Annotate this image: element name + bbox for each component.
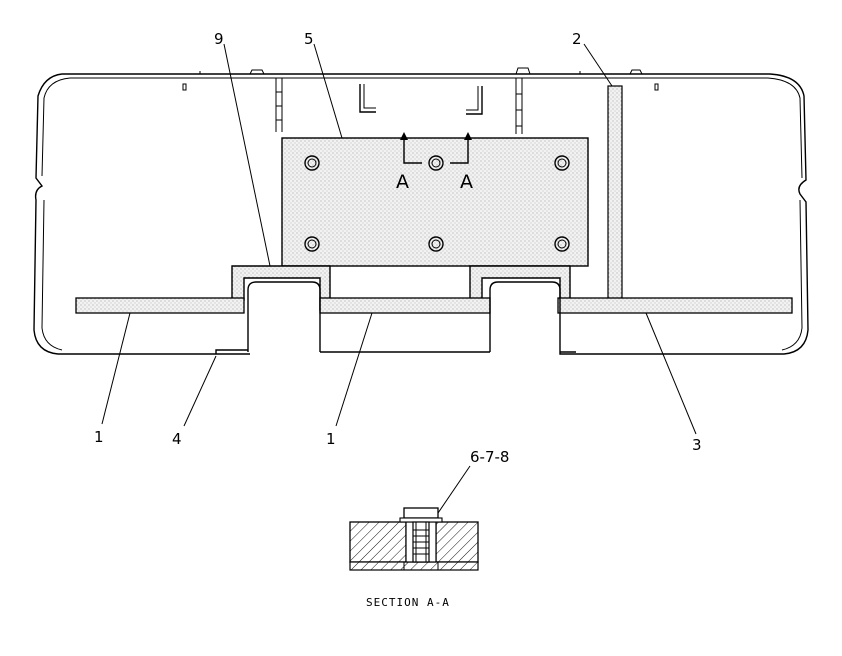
bolt-hole — [428, 155, 444, 171]
bolt-hole — [304, 155, 320, 171]
bolt-hole — [428, 236, 444, 252]
bolt-hole — [554, 236, 570, 252]
callout-6-7-8: 6-7-8 — [470, 448, 509, 466]
bolt-hole — [304, 236, 320, 252]
callout-5: 5 — [304, 30, 314, 48]
bolt-hole — [554, 155, 570, 171]
base-strips — [75, 297, 793, 314]
callout-2: 2 — [572, 30, 582, 48]
callout-1-middle: 1 — [326, 430, 336, 448]
callout-3: 3 — [692, 436, 702, 454]
housing-outline — [33, 67, 809, 355]
upper-posts — [275, 78, 523, 134]
section-caption: SECTION A-A — [366, 596, 450, 609]
part-5-plate — [281, 137, 589, 267]
section-a-a-detail — [349, 507, 479, 571]
callout-1-left: 1 — [94, 428, 104, 446]
section-mark-right: A — [460, 171, 473, 193]
section-mark-left: A — [396, 171, 409, 193]
callouts: 9 5 2 1 4 1 3 6-7-8 — [94, 30, 702, 466]
callout-4: 4 — [172, 430, 182, 448]
lower-blocks — [215, 281, 576, 354]
section-cut-line: A A — [396, 132, 473, 193]
leader-lines — [101, 43, 697, 517]
callout-9: 9 — [214, 30, 224, 48]
part-2-strip — [607, 85, 623, 301]
